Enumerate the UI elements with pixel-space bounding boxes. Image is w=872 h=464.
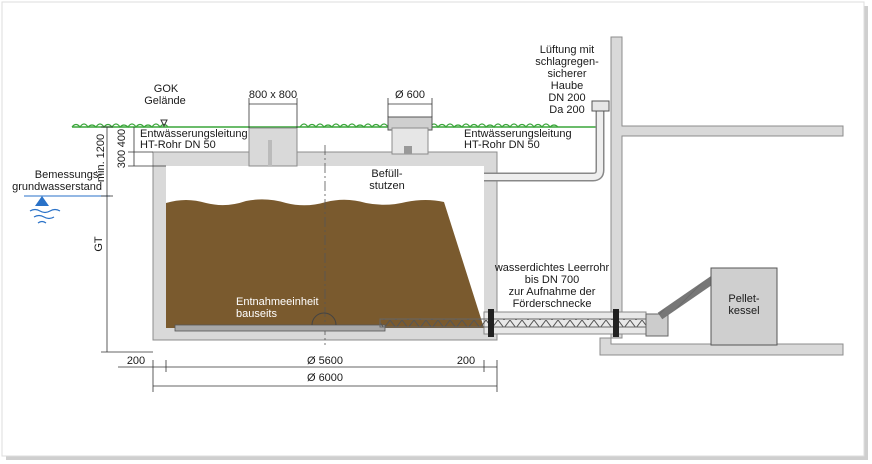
entwaesserung-right-line2: HT-Rohr DN 50 [464, 139, 540, 151]
dim-200-left: 200 [126, 355, 146, 367]
conduit [379, 309, 647, 337]
bemessung-line1: Bemessungs- [34, 169, 102, 181]
leerrohr-line2: bis DN 700 [524, 274, 580, 286]
entnahme-line2: bauseits [236, 308, 277, 320]
lueftung-line1: Lüftung mit [539, 44, 595, 56]
lueftung-line6: Da 200 [549, 104, 585, 116]
bemessung-line2: grundwasserstand [12, 181, 102, 193]
manhole-right-dim: Ø 600 [395, 89, 425, 101]
dimension-lines [101, 98, 498, 392]
building [599, 36, 844, 356]
befuell-line2: stutzen [369, 180, 405, 192]
lueftung-line4: Haube [550, 80, 584, 92]
vent-pipe [484, 100, 610, 182]
befuell-line1: Befüll- [371, 168, 403, 180]
dim-300: 300 [116, 149, 128, 169]
extraction-unit [174, 324, 386, 332]
dim-6000: Ø 6000 [306, 372, 344, 384]
lueftung-line3: sicherer [547, 68, 587, 80]
dim-200-right: 200 [456, 355, 476, 367]
ground-surface [71, 123, 600, 129]
lueftung-line2: schlagregen- [535, 56, 599, 68]
dim-min-1200: min. 1200 [95, 133, 107, 183]
water-level-icon [24, 195, 110, 224]
pellet-boiler [645, 267, 778, 346]
pellet-line2: kessel [728, 305, 760, 317]
manhole-left [248, 127, 298, 167]
leerrohr-line4: Förderschnecke [512, 298, 592, 310]
entwaesserung-right-line1: Entwässerungsleitung [464, 128, 572, 140]
entwaesserung-left-line2: HT-Rohr DN 50 [140, 139, 216, 151]
dim-5600: Ø 5600 [306, 355, 344, 367]
manhole-right [387, 116, 433, 155]
gok-marker [160, 119, 168, 128]
entwaesserung-left-line1: Entwässerungsleitung [140, 128, 248, 140]
manhole-left-dim: 800 x 800 [248, 89, 298, 101]
tank [152, 145, 498, 345]
pellet-line1: Pellet- [728, 293, 760, 305]
dim-gt: GT [93, 236, 105, 252]
pellet-fill [166, 199, 484, 328]
entnahme-line1: Entnahmeeinheit [236, 296, 319, 308]
lueftung-line5: DN 200 [548, 92, 586, 104]
leerrohr-line3: zur Aufnahme der [508, 286, 596, 298]
gok-label: GOK [153, 83, 179, 95]
gelaende-label: Gelände [144, 95, 186, 107]
leerrohr-line1: wasserdichtes Leerrohr [494, 262, 610, 274]
